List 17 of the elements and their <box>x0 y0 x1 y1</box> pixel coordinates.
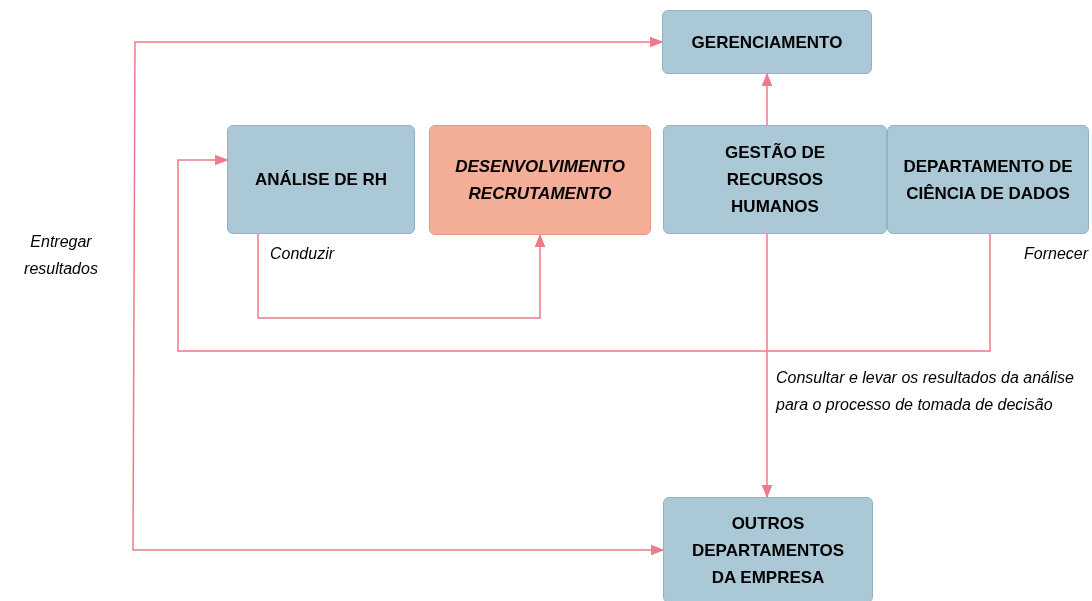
process-box <box>663 125 887 234</box>
arrow <box>132 36 665 556</box>
arrow <box>761 233 773 499</box>
box-label: DESENVOLVIMENTO RECRUTAMENTO <box>454 156 626 205</box>
arrow <box>761 72 773 126</box>
process-box <box>429 125 651 235</box>
box-label: DEPARTAMENTO DE CIÊNCIA DE DADOS <box>902 155 1074 205</box>
arrow <box>177 154 991 352</box>
process-box <box>227 125 415 234</box>
box-label: ANÁLISE DE RH <box>253 169 389 191</box>
process-box <box>663 497 873 601</box>
box-label: OUTROS DEPARTAMENTOS DA EMPRESA <box>690 512 846 589</box>
arrow <box>257 233 546 319</box>
box-label: GESTÃO DE RECURSOS HUMANOS <box>723 142 827 218</box>
process-box <box>662 10 872 74</box>
process-box <box>887 125 1089 234</box>
box-label: GERENCIAMENTO <box>690 31 844 54</box>
